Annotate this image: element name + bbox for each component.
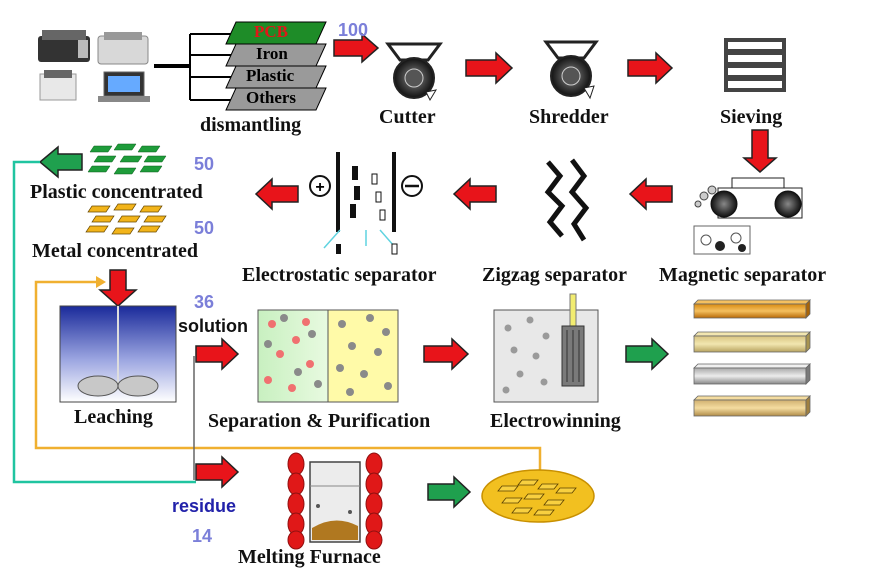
others-tag-label: Others — [246, 88, 297, 107]
svg-text:+: + — [315, 179, 324, 196]
arrow-to-cutter — [333, 32, 380, 64]
melting-furnace-icon — [287, 452, 383, 550]
magnetic-separator-label: Magnetic separator — [659, 264, 827, 286]
output-arrows — [38, 145, 670, 509]
zigzag-separator-label: Zigzag separator — [482, 264, 627, 286]
leaching-tank-icon — [59, 305, 177, 403]
plastic-concentrated-label: Plastic concentrated — [30, 181, 203, 203]
process-arrows — [98, 32, 778, 489]
cutter-label: Cutter — [379, 106, 436, 128]
electrostatic-separator-label: Electrostatic separator — [242, 264, 437, 286]
shredder-icon — [543, 40, 599, 100]
arrow-to-residue-product — [427, 475, 472, 509]
sieving-label: Sieving — [720, 106, 783, 128]
metal-bars-icon — [693, 299, 811, 417]
plastic-quantity: 50 — [194, 154, 215, 174]
metal-concentrated-label: Metal concentrated — [32, 240, 199, 262]
residue-label: residue — [172, 496, 237, 516]
arrow-to-metal-bars — [625, 337, 670, 371]
zigzag-separator-icon — [544, 158, 590, 242]
arrow-down-leaching — [98, 269, 138, 308]
metal-chips-icon — [85, 203, 167, 235]
arrow-to-concentrates — [254, 177, 299, 211]
leaching-label: Leaching — [74, 406, 153, 428]
dismantling-tags — [225, 21, 327, 111]
electronics-devices-image — [38, 30, 150, 102]
electrowinning-label: Electrowinning — [490, 410, 621, 432]
residue-product-icon — [481, 469, 595, 523]
pcb-tag-label: PCB — [254, 22, 288, 41]
arrow-to-sieving — [627, 51, 674, 85]
metal-quantity: 50 — [194, 218, 215, 238]
arrow-to-furnace — [195, 455, 240, 489]
separation-panels-icon — [257, 309, 399, 403]
metal-flow-arrowhead — [96, 276, 106, 288]
arrow-plastic-out — [38, 145, 83, 179]
electrostatic-separator-icon: + — [309, 152, 423, 255]
plastic-tag-label: Plastic — [246, 66, 295, 85]
arrow-to-shredder — [465, 51, 514, 85]
cutter-icon — [385, 42, 443, 102]
shredder-label: Shredder — [529, 106, 609, 128]
metal-flow-line — [34, 280, 542, 472]
plastic-flow-line — [12, 160, 196, 484]
arrow-to-zigzag — [628, 177, 673, 211]
iron-tag-label: Iron — [256, 44, 288, 63]
magnetic-separator-icon — [693, 177, 803, 255]
plastic-chips-icon — [87, 143, 167, 175]
melting-furnace-label: Melting Furnace — [238, 546, 381, 568]
separation-purification-label: Separation & Purification — [208, 410, 431, 432]
arrow-to-electrowinning — [423, 337, 470, 371]
arrow-to-separation — [195, 337, 240, 371]
sieving-icon — [724, 38, 786, 92]
residue-quantity: 14 — [192, 526, 213, 546]
electrowinning-cell-icon — [493, 293, 599, 403]
solution-label: solution — [178, 316, 248, 336]
input-quantity: 100 — [338, 20, 369, 40]
dismantling-label: dismantling — [200, 114, 302, 136]
arrow-to-electrostatic — [452, 177, 497, 211]
arrow-down-sieving — [742, 129, 778, 173]
solution-quantity: 36 — [194, 292, 215, 312]
